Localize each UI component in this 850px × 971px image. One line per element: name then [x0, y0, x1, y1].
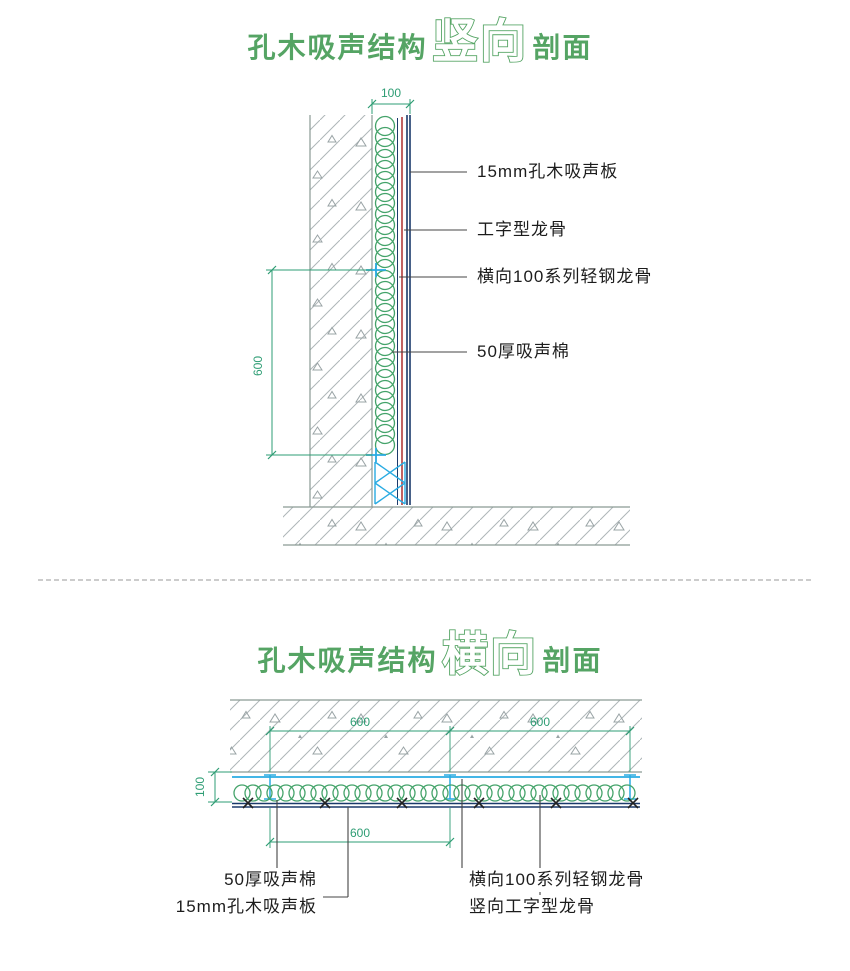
vertical-section-drawing: 100 600 [251, 86, 630, 546]
acoustic-panel-lines [406, 115, 411, 505]
top-title-emphasis: 竖向 [432, 15, 528, 67]
dim-text-600: 600 [251, 356, 265, 376]
base-bracket [374, 461, 406, 505]
dim-text-span-left: 600 [350, 715, 370, 729]
dimension-height-600: 600 [251, 265, 372, 460]
top-title-prefix: 孔木吸声结构 [248, 32, 428, 63]
dimension-depth-100: 100 [193, 767, 232, 807]
label-acoustic-panel: 15mm孔木吸声板 [474, 160, 622, 184]
horizontal-section-drawing: 600 600 100 600 [193, 699, 642, 898]
dim-text-depth: 100 [193, 777, 207, 797]
wall-horizontal [230, 699, 642, 773]
bottom-title: 孔木吸声结构 横向 剖面 [258, 628, 603, 680]
top-title: 孔木吸声结构 竖向 剖面 [248, 15, 593, 67]
label-i-keel-bottom: 竖向工字型龙骨 [466, 895, 598, 919]
dimension-wall-spans: 600 600 [265, 715, 635, 736]
label-steel-keel-bottom: 横向100系列轻钢龙骨 [466, 868, 648, 892]
dim-text-span-right: 600 [530, 715, 550, 729]
insulation-coils-vertical [374, 115, 396, 456]
acoustic-panel-lines-horizontal [232, 802, 640, 808]
label-cotton-bottom: 50厚吸声棉 [221, 868, 320, 892]
bottom-title-suffix: 剖面 [542, 644, 602, 676]
bottom-title-emphasis: 横向 [442, 628, 538, 680]
top-title-suffix: 剖面 [532, 31, 592, 63]
panel-layer-lines [397, 115, 411, 505]
dim-text-100: 100 [381, 86, 401, 100]
keel-anchor-marks [366, 263, 386, 462]
label-steel-keel: 横向100系列轻钢龙骨 [474, 265, 656, 289]
label-panel-bottom: 15mm孔木吸声板 [172, 895, 320, 919]
insulation-coils-horizontal [233, 784, 636, 802]
floor-slab [283, 506, 630, 546]
leader-lines-top [392, 171, 467, 353]
bottom-title-prefix: 孔木吸声结构 [258, 645, 438, 676]
dimension-bottom-600: 600 [265, 808, 455, 848]
dim-text-bottom: 600 [350, 826, 370, 840]
label-i-keel: 工字型龙骨 [474, 218, 570, 242]
leader-panel-bottom [323, 807, 349, 898]
dimension-width-100: 100 [367, 86, 415, 114]
keel-profiles [264, 774, 636, 800]
label-cotton: 50厚吸声棉 [474, 340, 573, 364]
wall-vertical [309, 115, 373, 507]
keel-extension-lines [269, 726, 631, 772]
fastener-marks [242, 797, 639, 809]
